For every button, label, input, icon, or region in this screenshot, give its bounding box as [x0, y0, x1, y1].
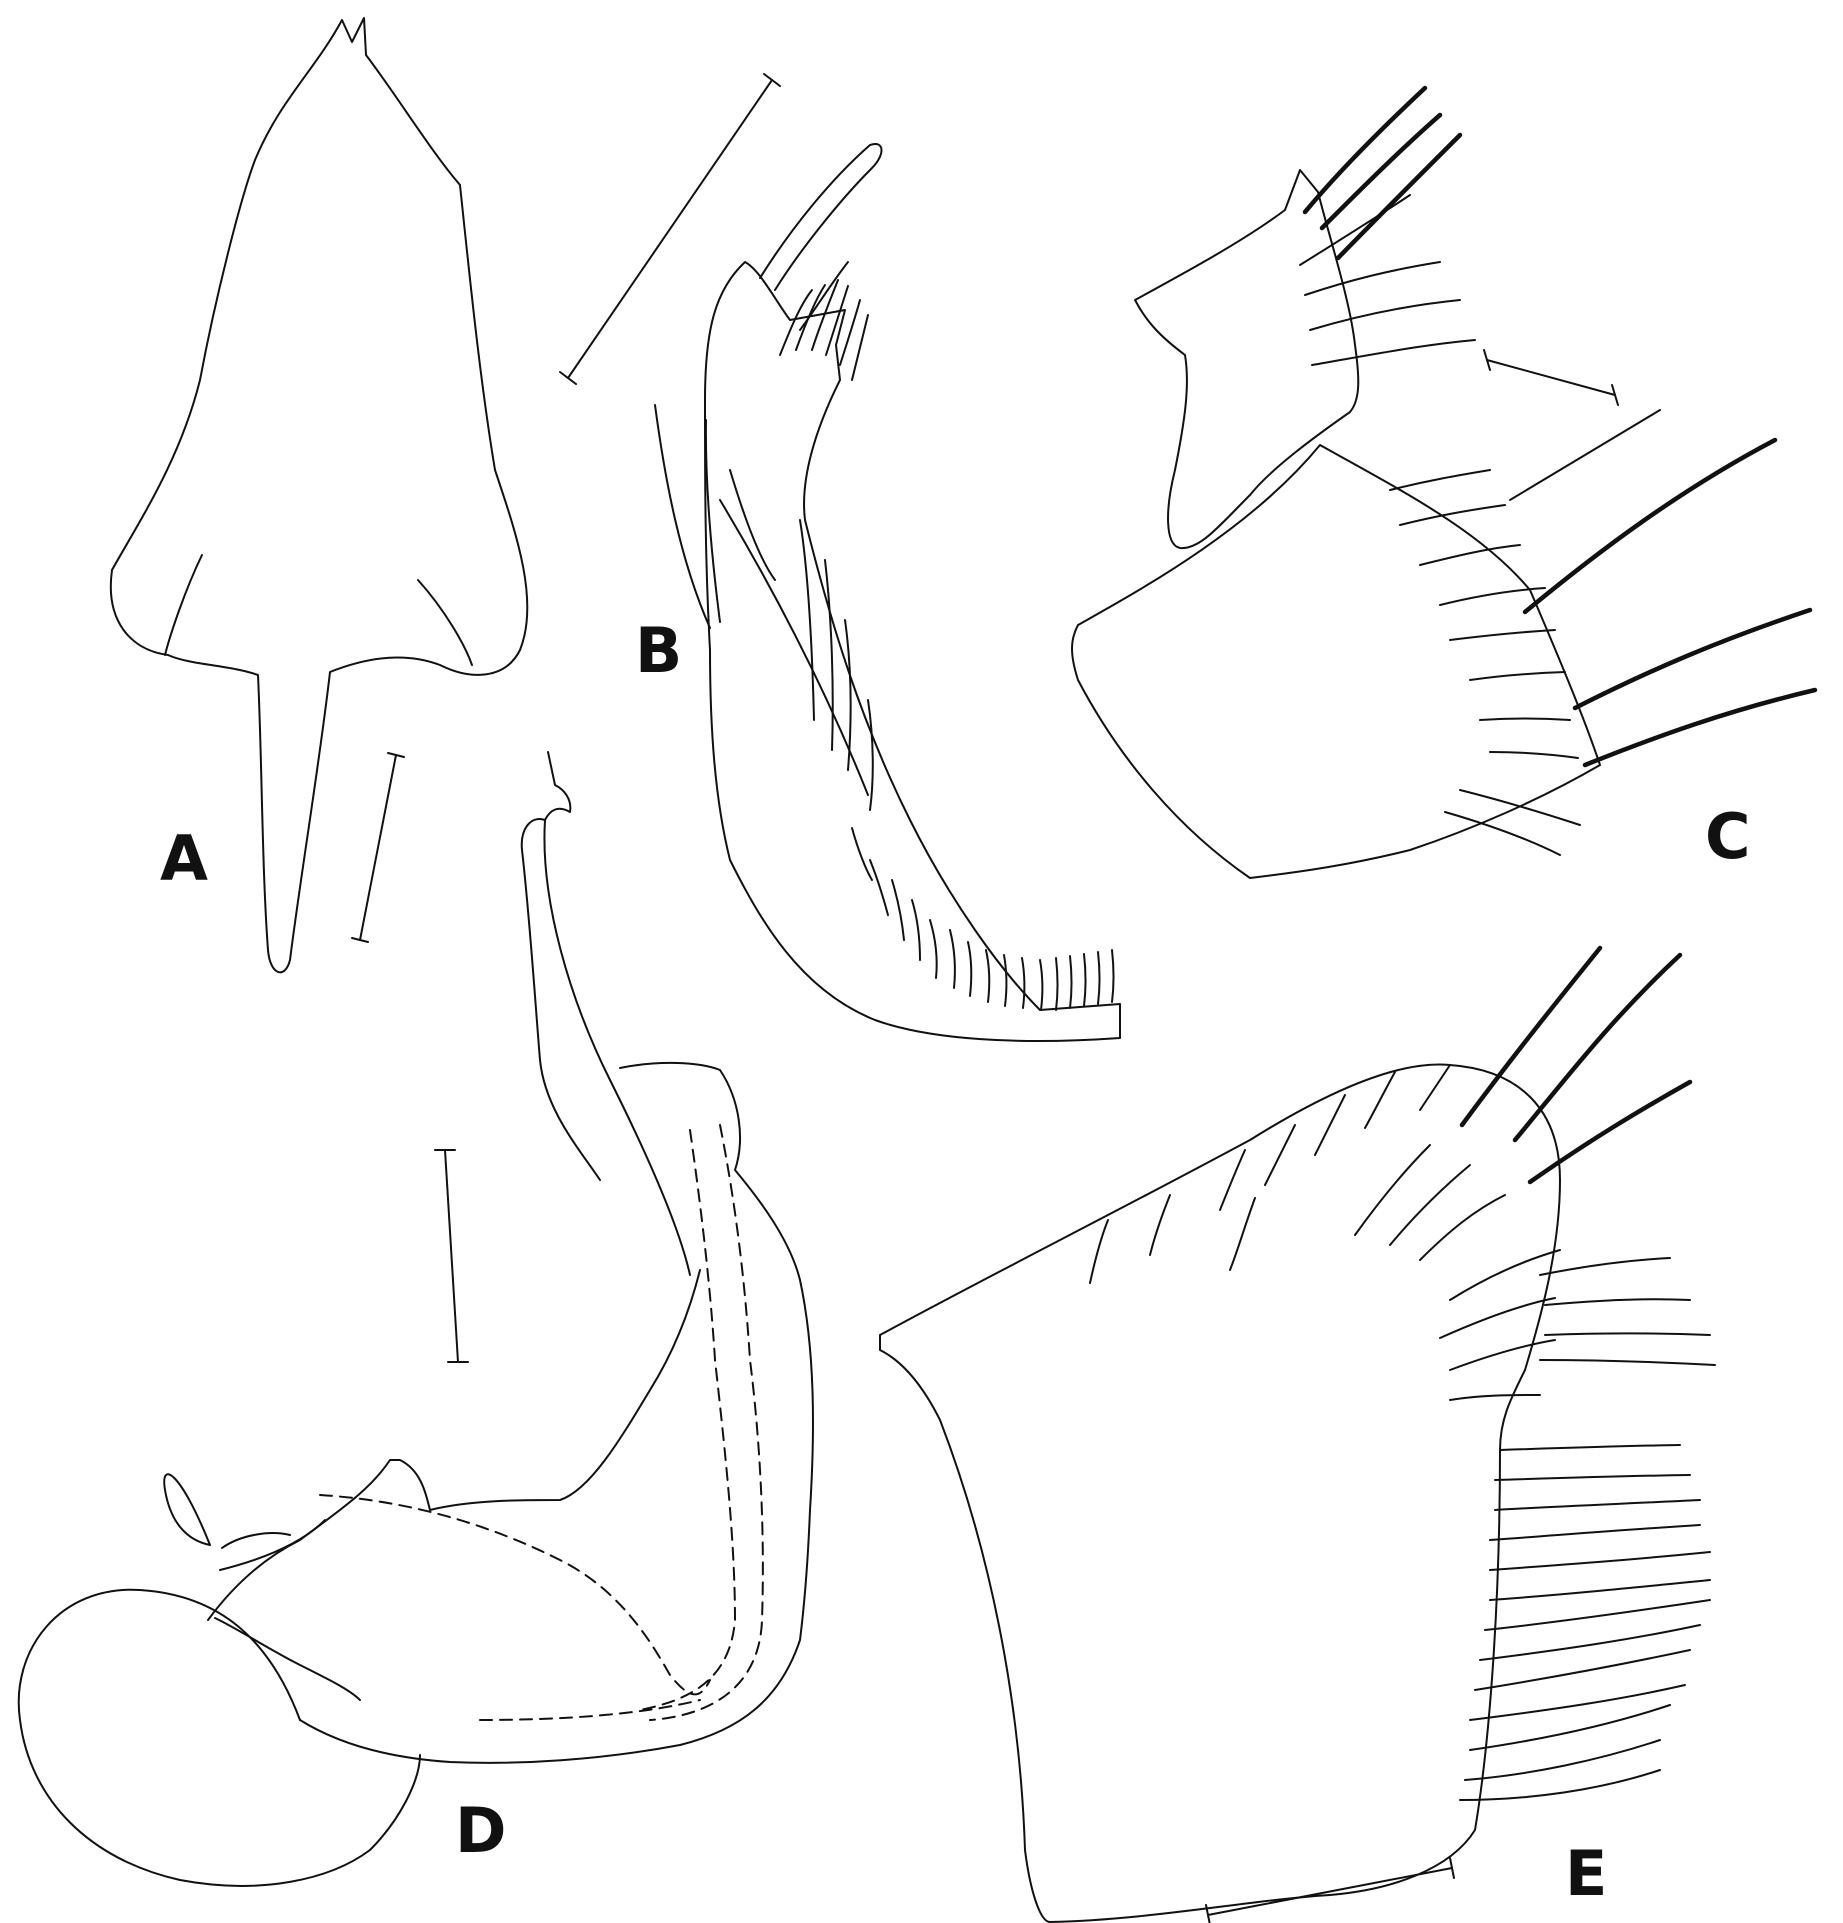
panel-b-outline	[704, 261, 1121, 1042]
panel-d-dashed-inner-2	[639, 1129, 736, 1711]
panel-c-thick-setae	[1302, 85, 1818, 768]
panel-label-e: E	[1565, 1837, 1607, 1910]
panel-label-a: A	[160, 822, 208, 895]
panel-label-b: B	[635, 614, 682, 687]
panel-c-scale-bar	[1483, 349, 1619, 406]
panel-b-apical-spines	[779, 261, 869, 381]
panel-d-drawing	[17, 751, 814, 1887]
panel-a-right-lobe-fold	[417, 579, 473, 666]
panel-e-scale-bar	[1205, 1857, 1455, 1923]
panel-d-scale-bar	[434, 1149, 469, 1363]
panel-d-apical-hook	[543, 751, 691, 1276]
panel-d-dashed-inner-1	[319, 1494, 711, 1696]
panel-b-comb-teeth	[851, 827, 1115, 1011]
panel-c-upper-segment	[1134, 169, 1360, 550]
panel-d-dashed-inner-3	[649, 1124, 764, 1721]
panel-a-left-lobe-fold	[164, 554, 203, 656]
panel-d-dashed-inner-4	[479, 1699, 701, 1721]
panel-d-left-knob	[221, 1532, 291, 1549]
panel-a-outline	[109, 17, 529, 974]
panel-e-thick-setae	[1459, 945, 1693, 1185]
panel-b-inner-setae	[654, 404, 874, 811]
panel-label-c: C	[1705, 800, 1751, 873]
panel-e-margin-setae	[1459, 1257, 1716, 1801]
panel-b-scale-bar	[559, 73, 781, 385]
panel-e-inner-setae	[1354, 1144, 1561, 1401]
panel-c-drawing	[1071, 85, 1818, 879]
panel-e-dorsal-setae	[1089, 1064, 1451, 1284]
panel-d-hook-stem	[520, 818, 601, 1181]
panel-d-left-spur	[163, 1473, 211, 1546]
panel-b-apical-lobe	[759, 143, 883, 291]
panel-b-drawing	[559, 73, 1121, 1042]
panel-c-lower-segment	[1071, 444, 1601, 879]
panel-e-drawing	[879, 945, 1716, 1923]
panel-d-lower-lobe	[17, 1588, 421, 1887]
panel-a-scale-bar	[351, 752, 405, 943]
panel-d-upper-body	[207, 1269, 701, 1621]
panel-c-fine-setae	[1299, 194, 1661, 856]
panel-label-d: D	[455, 1794, 506, 1867]
panel-d-joint-line	[214, 1617, 361, 1701]
panel-d-inner-line	[219, 1519, 326, 1571]
panel-a-drawing	[109, 17, 529, 974]
panel-e-outline	[879, 1063, 1561, 1923]
panel-d-main-outline	[299, 1061, 814, 1764]
